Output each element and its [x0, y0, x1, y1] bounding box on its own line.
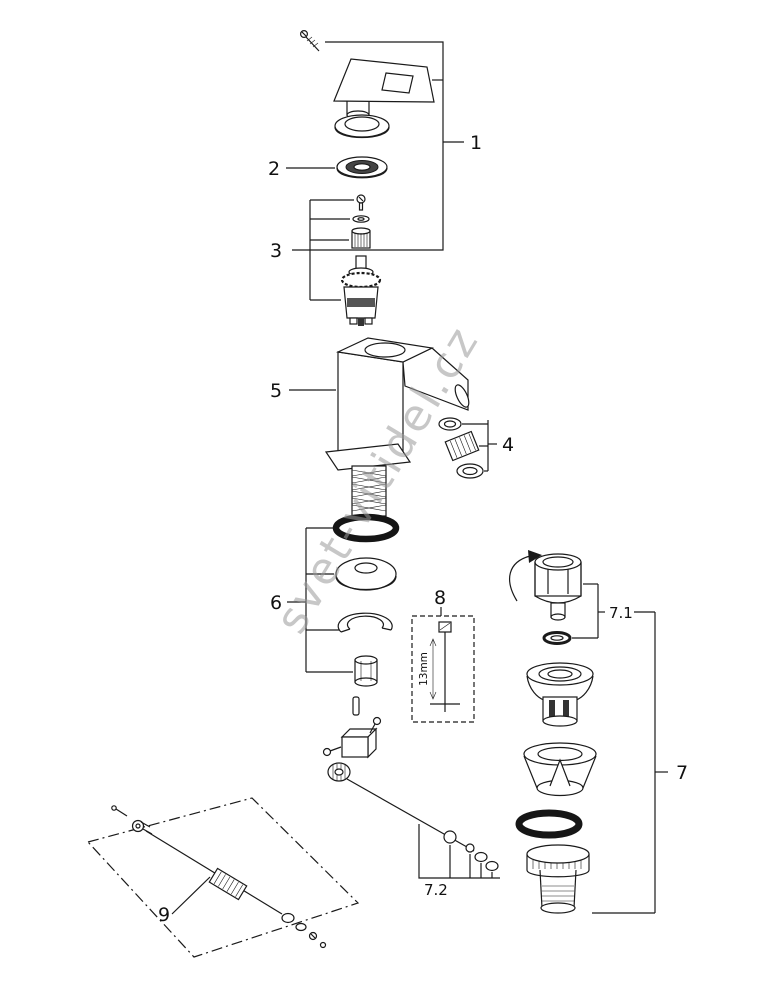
callout-7: 7: [676, 762, 688, 784]
faucet-body-icon: [335, 337, 470, 453]
callout-1: 1: [470, 132, 482, 154]
callout-2: 2: [268, 158, 280, 180]
callout-9-leader: [171, 876, 211, 915]
tool-size-label: 13mm: [418, 652, 430, 686]
aerator-ring-2-icon: [456, 463, 484, 479]
rod-coupling-icon: [322, 716, 382, 759]
cartridge-washer-icon: [352, 215, 370, 223]
cartridge-screw-icon: [356, 194, 366, 211]
lever-handle-icon: [333, 58, 435, 120]
pin-icon: [352, 696, 360, 716]
threaded-shank-icon: [351, 465, 387, 517]
rod-ball-icon: [443, 830, 457, 844]
hex-tool-icon: [429, 621, 460, 712]
callout-7-2-leader: [418, 824, 500, 879]
rod-assembly-icon: [111, 805, 327, 949]
callout-5: 5: [270, 380, 282, 402]
rod-kit-box: [86, 797, 360, 958]
callout-4-leader: [462, 420, 497, 472]
callout-7-leader: [592, 611, 668, 914]
cone-washer-icon: [523, 742, 597, 797]
handle-cap-ring-icon: [334, 114, 390, 139]
drain-flange-icon: [526, 662, 594, 727]
callout-1-leader: [292, 41, 464, 251]
base-plate-icon: [324, 443, 412, 471]
callout-7-1: 7.1: [609, 604, 633, 622]
callout-3: 3: [270, 240, 282, 262]
knurled-nut-icon: [327, 762, 351, 782]
cartridge-icon: [340, 255, 382, 326]
lift-arrow-icon: [509, 550, 542, 602]
tool-box: [411, 607, 475, 723]
callout-8: 8: [434, 587, 446, 609]
cartridge-adapter-icon: [351, 227, 371, 249]
pop-up-plug-icon: [534, 553, 582, 621]
aerator-ring-icon: [438, 417, 462, 431]
callout-3-leader: [309, 199, 354, 301]
callout-7-1-leader: [572, 583, 605, 639]
callout-4: 4: [502, 434, 514, 456]
pull-rod-icon: [346, 778, 499, 872]
callout-6: 6: [270, 592, 282, 614]
mounting-ring-icon: [336, 156, 388, 179]
body-o-ring-icon: [332, 513, 400, 543]
drain-o-ring-icon: [515, 809, 583, 839]
dome-cover-icon: [335, 557, 397, 591]
horseshoe-washer-icon: [337, 612, 393, 633]
aerator-insert-icon: [444, 430, 480, 462]
handle-screw-icon: [300, 30, 320, 52]
callout-6-leader: [287, 527, 353, 673]
tailpiece-icon: [526, 844, 590, 914]
callout-7-2: 7.2: [424, 881, 448, 899]
mounting-nut-icon: [354, 655, 378, 687]
plug-washer-icon: [542, 631, 572, 645]
callout-9: 9: [158, 904, 170, 926]
